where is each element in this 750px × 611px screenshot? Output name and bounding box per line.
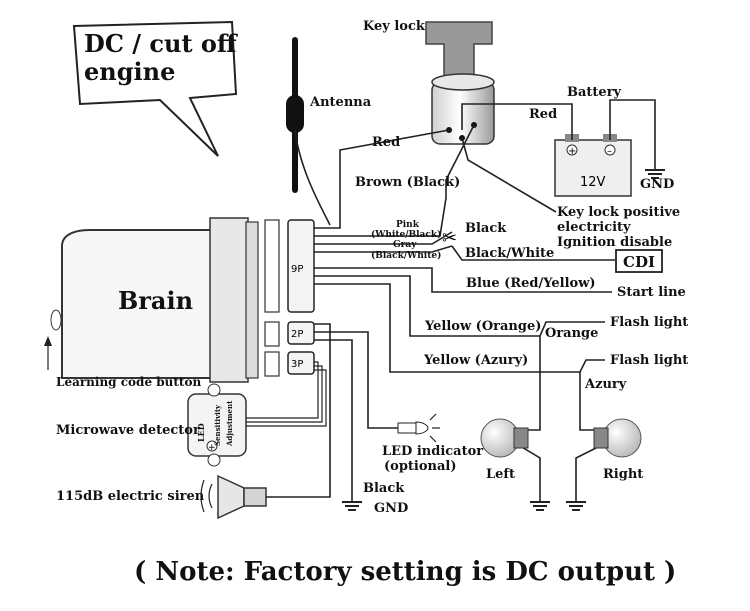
callout-line2: engine xyxy=(84,57,175,86)
key-lock xyxy=(425,21,495,145)
port-2p-label: 2P xyxy=(291,329,303,340)
flash-light-2-label: Flash light xyxy=(610,353,688,368)
black-ignition-label: Black xyxy=(465,221,507,236)
led-indicator-label-1: LED indicator xyxy=(382,444,483,459)
led-indicator-label-2: (optional) xyxy=(384,459,457,474)
right-label: Right xyxy=(603,467,643,482)
wire-led xyxy=(314,331,398,429)
wire-to-right-bulb xyxy=(579,372,596,431)
ground-right xyxy=(566,501,586,511)
brain-label: Brain xyxy=(118,286,193,315)
wire-to-left-bulb xyxy=(524,336,541,431)
azury-label: Azury xyxy=(584,377,627,392)
red-battery-label: Red xyxy=(529,107,557,122)
red-main-label: Red xyxy=(372,135,400,150)
ground-left xyxy=(530,501,550,511)
blue-label: Blue (Red/Yellow) xyxy=(466,276,596,291)
microwave-label: Microwave detector xyxy=(56,423,200,438)
microwave-detector: + LED Sensitivity Adjustment xyxy=(187,383,247,467)
siren xyxy=(200,474,267,520)
cdi-box: CDI xyxy=(615,249,663,273)
battery-label: Battery xyxy=(567,85,622,100)
brown-label: Brown (Black) xyxy=(355,175,460,190)
wire-yellow-azury xyxy=(314,283,605,373)
yellow-azury-label: Yellow (Azury) xyxy=(423,353,528,368)
wire-red-main xyxy=(314,129,450,229)
ground-main xyxy=(342,501,362,511)
svg-text:+: + xyxy=(208,443,216,453)
wire-yellow-orange xyxy=(314,275,605,337)
wire-brown xyxy=(314,124,475,237)
wire-microwave-2 xyxy=(246,365,323,423)
wire-microwave-1 xyxy=(246,361,319,419)
right-bulb xyxy=(593,418,642,458)
flash-light-1-label: Flash light xyxy=(610,315,688,330)
led-indicator xyxy=(397,413,440,443)
wire-pink xyxy=(314,231,453,245)
adjustment-label: Adjustment xyxy=(225,400,234,447)
svg-text:–: – xyxy=(607,146,612,157)
led-small-label: LED xyxy=(196,423,206,442)
port-9p-label: 9P xyxy=(291,264,303,275)
pink-label-2: (White/Black) xyxy=(371,229,441,240)
sensitivity-label: Sensitivity xyxy=(213,404,222,446)
yellow-orange-label: Yellow (Orange) xyxy=(424,319,541,334)
black-gnd-label: Black xyxy=(363,481,405,496)
callout-line1: DC / cut off xyxy=(84,29,238,58)
wire-red-battery xyxy=(461,103,573,140)
svg-text:+: + xyxy=(568,146,576,157)
battery: + – 12V xyxy=(554,134,632,197)
gray-label-1: Gray xyxy=(393,240,417,250)
battery-voltage: 12V xyxy=(580,175,606,190)
wire-battery-ground xyxy=(609,99,656,170)
learning-code-label: Learning code button xyxy=(56,375,201,389)
cdi-label: CDI xyxy=(623,253,655,271)
key-positive-label-2: electricity xyxy=(557,220,631,235)
connector-2p: 2P xyxy=(287,321,315,345)
ground-battery xyxy=(645,169,665,179)
siren-label: 115dB electric siren xyxy=(56,489,205,504)
scissors-icon: ✂ xyxy=(442,228,457,249)
wire-left-ground xyxy=(519,445,541,502)
left-bulb xyxy=(480,418,529,458)
orange-label: Orange xyxy=(545,326,598,341)
gnd-main-label: GND xyxy=(374,501,408,516)
wire-microwave-3 xyxy=(246,369,327,427)
key-positive-label-1: Key lock positive xyxy=(557,205,680,220)
brain-unit: Brain xyxy=(50,217,280,383)
connector-9p: 9P xyxy=(287,219,315,313)
wire-siren xyxy=(266,323,331,498)
port-3p-label: 3P xyxy=(291,359,303,370)
start-line-label: Start line xyxy=(617,285,686,300)
black-white-label: Black/White xyxy=(465,246,554,261)
antenna xyxy=(286,37,331,226)
connector-3p: 3P xyxy=(287,351,315,375)
wire-black-white xyxy=(451,245,615,261)
wire-blue xyxy=(314,267,612,293)
wire-key-positive xyxy=(461,137,557,213)
callout-bubble: DC / cut off engine xyxy=(72,20,238,157)
wire-right-ground xyxy=(575,445,601,502)
left-label: Left xyxy=(486,467,515,482)
ignition-disable-label: Ignition disable xyxy=(557,235,672,250)
note-text: ( Note: Factory setting is DC output ) xyxy=(134,557,676,587)
pink-label-1: Pink xyxy=(396,220,420,230)
wire-black-gnd xyxy=(314,339,353,502)
key-lock-label: Key lock xyxy=(363,19,426,34)
gnd-battery-label: GND xyxy=(640,177,674,192)
wire-gray xyxy=(314,245,453,253)
antenna-label: Antenna xyxy=(309,95,372,110)
gray-label-2: (Black/White) xyxy=(371,250,441,261)
